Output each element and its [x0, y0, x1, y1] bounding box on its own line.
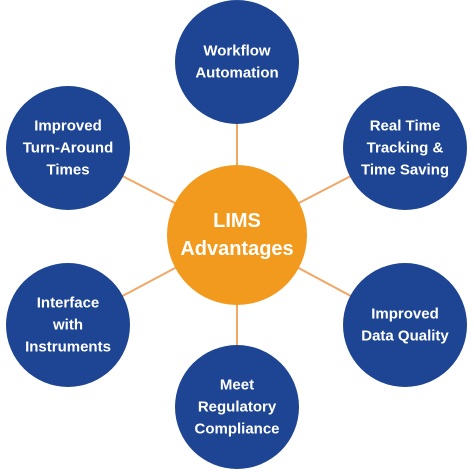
node-label-real-time-tracking-line-3: Time Saving — [361, 162, 449, 179]
node-label-interface-with-instruments-line-3: Instruments — [25, 339, 111, 356]
node-label-interface-with-instruments-line-1: Interface — [37, 295, 100, 312]
center-label-line-2: Advantages — [180, 238, 293, 260]
node-label-meet-regulatory-compliance-line-2: Regulatory — [198, 399, 277, 416]
node-circle-meet-regulatory-compliance — [175, 345, 299, 469]
node-label-improved-data-quality-line-2: Data Quality — [361, 328, 449, 345]
node-label-improved-data-quality-line-1: Improved — [371, 306, 439, 323]
node-label-meet-regulatory-compliance-line-1: Meet — [220, 377, 254, 394]
node-label-interface-with-instruments-line-2: with — [52, 317, 83, 334]
node-circle-improved-data-quality — [343, 263, 467, 387]
node-label-improved-turn-around-times-line-1: Improved — [34, 118, 102, 135]
node-circle-improved-turn-around-times — [6, 86, 130, 210]
node-label-meet-regulatory-compliance-line-3: Compliance — [194, 421, 279, 438]
node-label-workflow-automation-line-2: Automation — [195, 65, 278, 82]
node-label-improved-turn-around-times-line-2: Turn-Around — [23, 140, 114, 157]
node-label-real-time-tracking-line-2: Tracking & — [367, 140, 444, 157]
center-node: LIMS Advantages — [167, 165, 307, 305]
center-circle — [167, 165, 307, 305]
node-label-real-time-tracking-line-1: Real Time — [370, 118, 441, 135]
node-label-workflow-automation-line-1: Workflow — [203, 43, 271, 60]
node-circle-real-time-tracking — [343, 86, 467, 210]
node-label-improved-turn-around-times-line-3: Times — [46, 162, 89, 179]
center-label-line-1: LIMS — [213, 210, 261, 232]
node-circle-interface-with-instruments — [6, 263, 130, 387]
node-circle-workflow-automation — [175, 0, 299, 124]
